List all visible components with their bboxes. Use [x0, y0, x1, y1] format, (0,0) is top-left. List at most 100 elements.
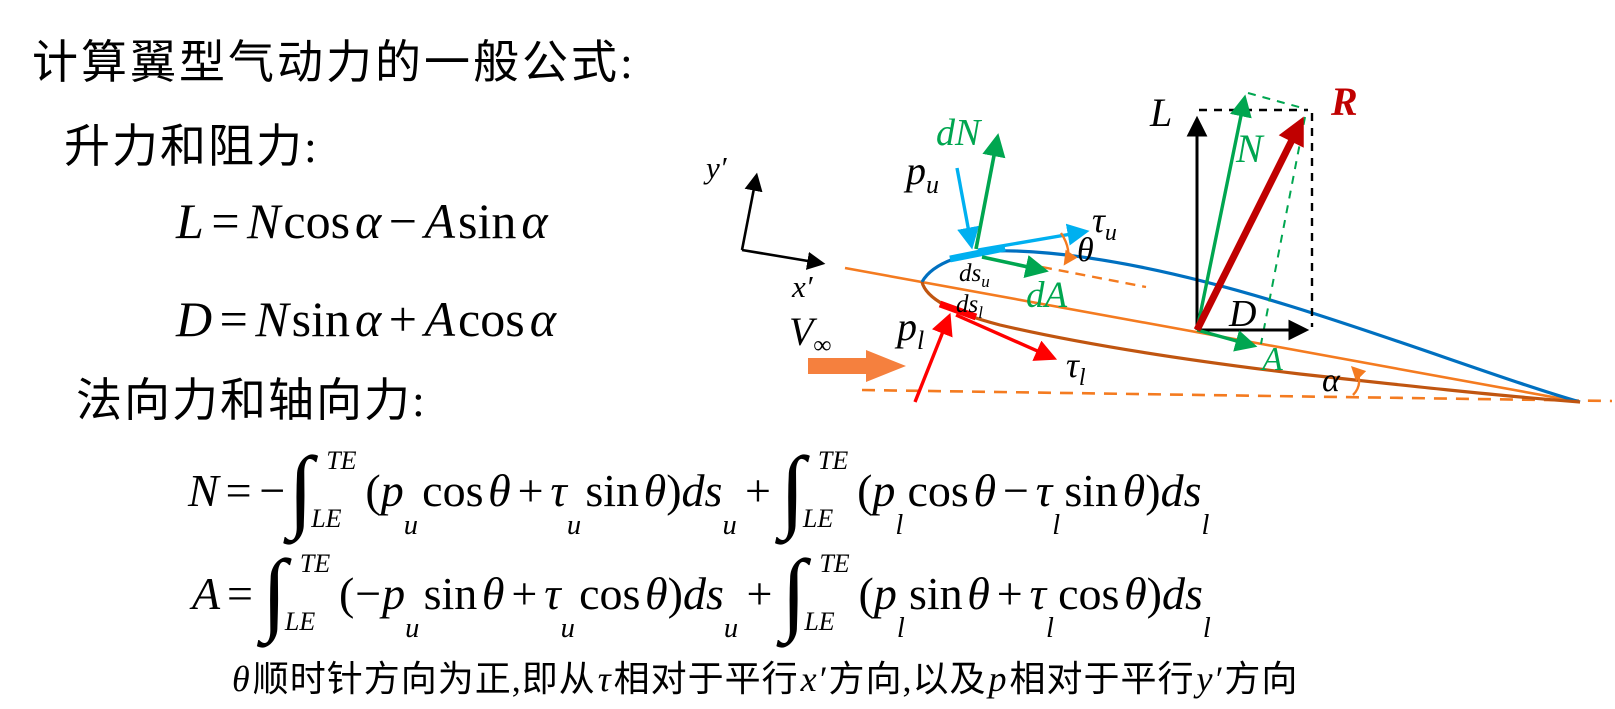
math-token: θ	[973, 464, 997, 516]
resultant-label: R	[1330, 79, 1358, 124]
integral-limits: TE LE	[803, 446, 848, 534]
math-token: l	[1052, 510, 1061, 541]
equation-axial-force: A = ∫ TE LE ( − p u sin θ + τ u cos θ ) …	[192, 541, 1212, 644]
tau-l-label: τl	[1066, 345, 1086, 391]
normal-force-arrow	[1195, 94, 1252, 331]
integral: ∫ TE LE	[288, 438, 364, 541]
section-normal-axial: 法向力和轴向力:	[76, 375, 427, 426]
integral-limits: TE LE	[311, 446, 356, 534]
math-token: cos	[283, 193, 351, 249]
resultant-arrow	[1193, 116, 1304, 332]
y-axis-arrow	[740, 172, 763, 251]
math-token: u	[722, 510, 737, 541]
math-token: cos	[579, 567, 641, 619]
math-token: (	[857, 464, 873, 516]
x-axis-arrow	[741, 248, 826, 270]
math-token: +	[517, 464, 544, 516]
math-token: u	[560, 613, 575, 644]
math-token: )	[666, 464, 682, 516]
math-token: x′	[800, 659, 827, 699]
math-token: l	[1201, 510, 1210, 541]
note-text: 顺时针方向为正,即从	[252, 659, 596, 699]
math-token: +	[746, 567, 773, 619]
math-token: τ	[550, 464, 567, 516]
math-token: u	[405, 613, 420, 644]
nr-dashed-line	[1247, 92, 1307, 110]
math-token: sin	[291, 291, 351, 347]
math-token: u	[566, 510, 582, 541]
equation-lift: L = N cos α − A sin α	[176, 192, 548, 250]
integral-sign: ∫	[779, 438, 805, 541]
math-token: A	[424, 291, 456, 347]
math-token: sin	[423, 567, 478, 619]
axial-force-label: A	[1260, 341, 1283, 378]
math-token: sin	[908, 567, 963, 619]
math-token: )	[1146, 567, 1162, 619]
math-token: α	[355, 291, 382, 347]
math-token: N	[255, 291, 289, 347]
y-axis-label: y′	[703, 150, 728, 185]
dsu-label: dsu	[959, 260, 990, 291]
integral-upper-limit: TE	[326, 446, 357, 475]
math-token: cos	[422, 464, 484, 516]
math-token: −	[388, 193, 417, 249]
drag-label: D	[1228, 293, 1256, 335]
math-token: α	[521, 193, 548, 249]
vinf-label: V∞	[789, 309, 831, 359]
math-token: p	[380, 464, 404, 516]
integral-lower-limit: LE	[284, 607, 316, 636]
equation-normal-force: N = − ∫ TE LE ( p u cos θ + τ u sin θ ) …	[188, 438, 1211, 541]
math-token: −	[355, 567, 382, 619]
math-token: p	[872, 464, 896, 516]
math-token: +	[745, 464, 771, 516]
tau-u-arrow	[977, 223, 1090, 252]
math-token: D	[176, 291, 213, 347]
pl-label: pl	[894, 304, 924, 355]
math-token: τ	[544, 567, 561, 619]
math-token: θ	[645, 567, 668, 619]
integral: ∫ TE LE	[261, 541, 338, 644]
page-title: 计算翼型气动力的一般公式:	[32, 37, 636, 88]
math-token: θ	[967, 567, 990, 619]
integral-sign: ∫	[781, 541, 807, 644]
math-token: ds	[1162, 567, 1203, 619]
math-token: (	[858, 567, 874, 619]
pu-arrow	[955, 167, 980, 250]
integral-lower-limit: LE	[804, 607, 835, 636]
dsl-segment	[938, 300, 978, 321]
note-text: 相对于平行	[613, 659, 799, 699]
math-token: −	[259, 464, 286, 516]
integral-sign: ∫	[288, 438, 314, 541]
equation-drag: D = N sin α + A cos α	[176, 290, 556, 348]
math-token: α	[529, 291, 556, 347]
dn-arrow	[974, 133, 1006, 250]
math-token: N	[247, 193, 281, 249]
note-text: 方向,以及	[828, 659, 987, 699]
math-token: θ	[643, 464, 667, 516]
math-token: =	[225, 464, 252, 516]
math-token: cos	[458, 291, 525, 347]
dsl-label: dsl	[956, 291, 983, 322]
integral: ∫ TE LE	[779, 438, 856, 541]
dn-label: dN	[936, 112, 983, 154]
math-token: A	[424, 193, 456, 249]
tau-u-label: τu	[1092, 200, 1117, 246]
math-token: α	[355, 193, 382, 249]
horizontal-dashed-line	[861, 388, 1613, 403]
integral-sign: ∫	[261, 541, 287, 644]
integral-upper-limit: TE	[819, 549, 850, 578]
math-token: =	[211, 193, 240, 249]
integral-limits: TE LE	[285, 549, 330, 637]
math-token: u	[403, 510, 418, 541]
math-token: θ	[488, 464, 511, 516]
math-token: l	[896, 613, 905, 644]
math-token: ds	[681, 464, 723, 516]
math-token: ds	[1160, 464, 1202, 516]
math-token: θ	[232, 659, 251, 699]
integral-upper-limit: TE	[817, 446, 849, 475]
lift-label: L	[1149, 90, 1172, 135]
integral-lower-limit: LE	[311, 504, 342, 533]
alpha-angle-arrow	[1350, 365, 1367, 396]
x-axis-label: x′	[791, 269, 814, 304]
